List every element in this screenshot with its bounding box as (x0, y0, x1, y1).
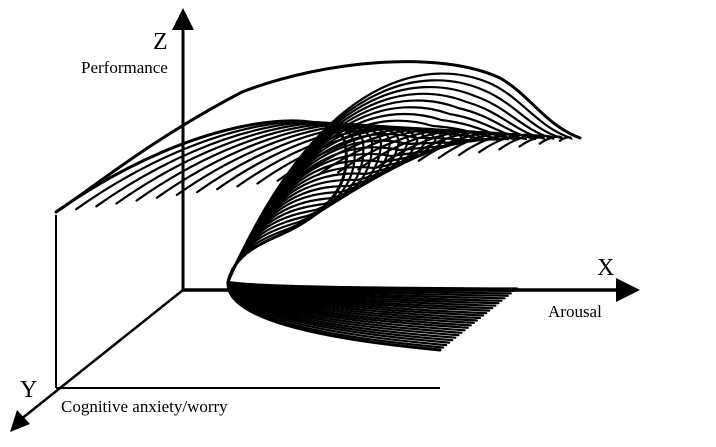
x-axis-label: Arousal (548, 302, 602, 321)
surface-curve-25 (226, 72, 573, 290)
z-axis-letter: Z (153, 29, 168, 55)
surface-curve-7 (196, 124, 463, 334)
surface-curve-8 (216, 125, 466, 332)
surface-curve-20 (226, 106, 528, 302)
y-axis-label: Cognitive anxiety/worry (61, 397, 228, 416)
surface-curves (54, 60, 582, 352)
surface-curve-2 (95, 121, 448, 347)
y-axis-letter: Y (20, 377, 38, 403)
surface-curve-22 (226, 92, 546, 297)
surface-curve-3 (115, 121, 451, 344)
surface-curve-6 (175, 123, 460, 337)
surface-left-edge (55, 90, 243, 214)
surface-curve-4 (135, 122, 454, 342)
x-axis-letter: X (597, 255, 615, 281)
z-axis-label: Performance (81, 58, 168, 77)
y-axis-line (19, 289, 184, 421)
surface-curve-26 (240, 60, 582, 140)
y-axis-arrowhead (10, 410, 30, 432)
z-axis-arrowhead (172, 8, 194, 30)
x-axis-arrowhead (616, 278, 640, 302)
